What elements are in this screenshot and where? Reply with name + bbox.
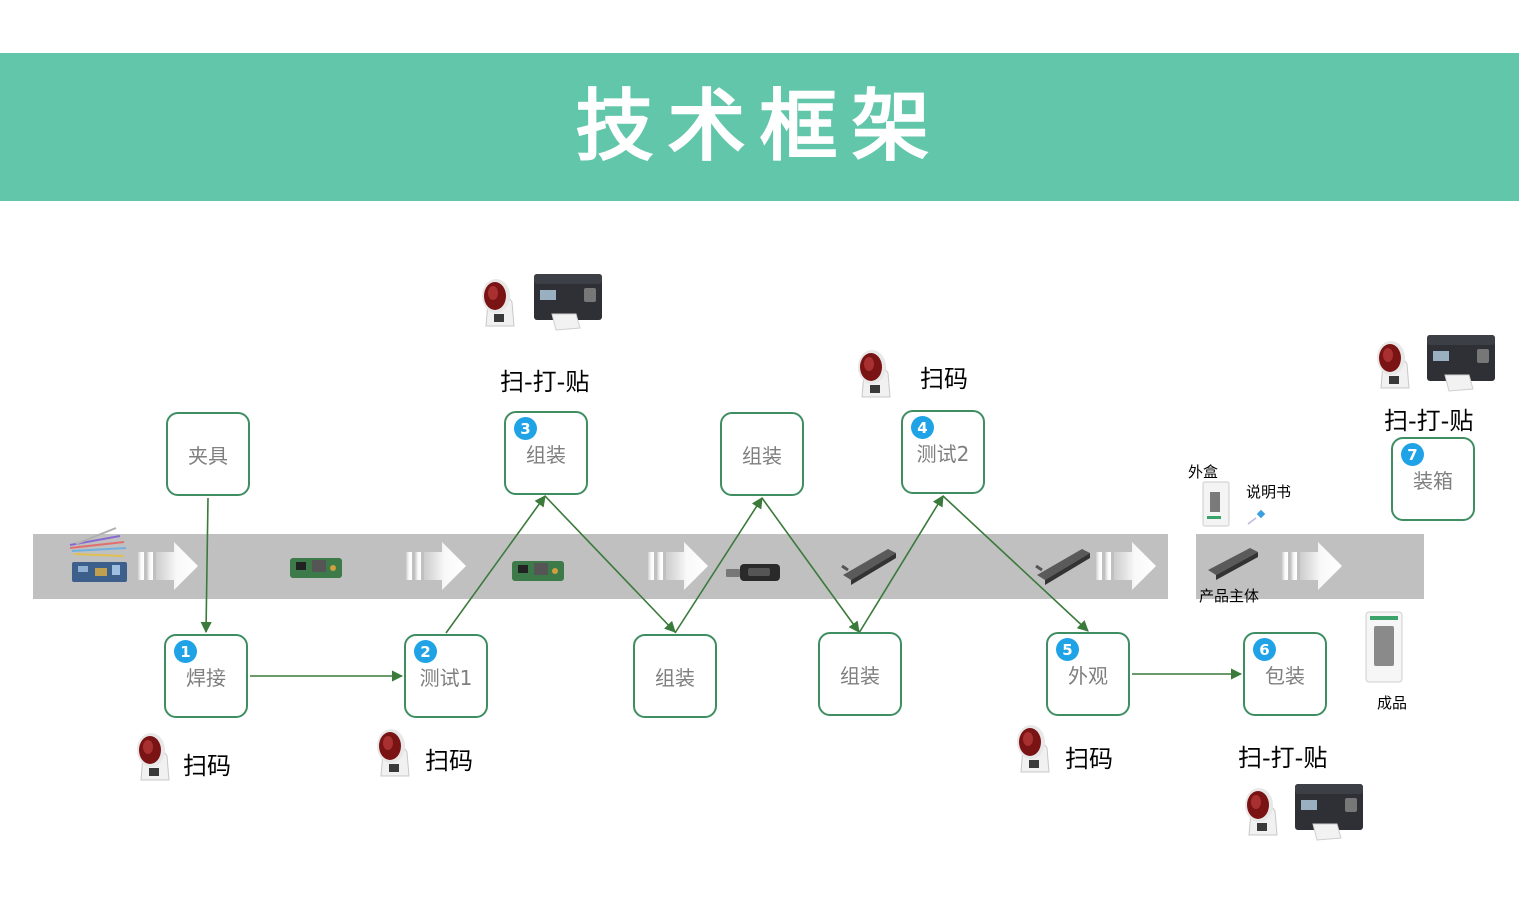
conveyor-belt-main <box>33 534 1168 599</box>
usb-dongle-icon <box>726 564 780 581</box>
belt-arrow <box>406 542 466 590</box>
node-boxing: 7 装箱 <box>1391 437 1475 521</box>
scan-print-label: 扫-打-贴 <box>1238 744 1328 772</box>
node-packing: 6 包装 <box>1243 632 1327 716</box>
scan-label: 扫码 <box>920 365 968 393</box>
scan-print-label: 扫-打-贴 <box>1384 407 1474 435</box>
barcode-scanner-icon <box>137 733 170 781</box>
outer-box-icon <box>1202 481 1230 527</box>
step-badge: 5 <box>1056 638 1079 661</box>
manual-icon <box>1247 509 1266 525</box>
label-printer-icon <box>534 274 602 331</box>
belt-arrow <box>1096 542 1156 590</box>
barcode-scanner-icon <box>482 279 515 327</box>
node-assembly-3: 3 组装 <box>504 411 588 495</box>
node-jig: 夹具 <box>166 412 250 496</box>
manual-label: 说明书 <box>1246 483 1292 501</box>
link-assembly3-assembly <box>544 495 676 633</box>
node-label: 测试2 <box>916 441 970 466</box>
node-label: 组装 <box>742 443 782 468</box>
node-assembly-top: 组装 <box>720 412 804 496</box>
belt-arrow <box>648 542 708 590</box>
node-label: 夹具 <box>188 443 228 468</box>
step-badge: 3 <box>514 417 537 440</box>
link-jig-weld <box>200 497 212 634</box>
step-badge: 6 <box>1253 638 1276 661</box>
page-title: 技术框架 <box>575 82 944 172</box>
barcode-scanner-icon <box>1245 788 1278 836</box>
barcode-scanner-icon <box>1017 725 1050 773</box>
link-test1-assembly3 <box>445 495 546 634</box>
node-label: 测试1 <box>419 665 473 690</box>
finished-product-icon <box>1365 611 1403 683</box>
step-badge: 1 <box>174 640 197 663</box>
node-assembly-low-2: 组装 <box>818 632 902 716</box>
node-label: 装箱 <box>1413 468 1453 493</box>
step-badge: 2 <box>414 640 437 663</box>
node-test2: 4 测试2 <box>901 410 985 494</box>
pcb-board-icon <box>512 561 564 581</box>
belt-arrow <box>138 542 198 590</box>
usb-hub-icon <box>1035 549 1090 585</box>
node-appearance: 5 外观 <box>1046 632 1130 716</box>
barcode-scanner-icon <box>858 350 891 398</box>
barcode-scanner-icon <box>1377 341 1410 389</box>
node-label: 组装 <box>655 665 695 690</box>
usb-hub-icon <box>841 549 896 585</box>
usb-hub-icon <box>1208 548 1258 580</box>
label-printer-icon <box>1427 335 1495 392</box>
node-weld: 1 焊接 <box>164 634 248 718</box>
scan-print-label: 扫-打-贴 <box>500 368 590 396</box>
link-assembly-test2 <box>858 495 944 634</box>
link-test2-appearance <box>942 495 1089 632</box>
node-label: 组装 <box>840 663 880 688</box>
node-assembly-low-1: 组装 <box>633 634 717 718</box>
product-body-label: 产品主体 <box>1199 587 1260 605</box>
node-label: 组装 <box>526 442 566 467</box>
link-assembly-assembly-top <box>674 497 763 634</box>
belt-arrow <box>1282 542 1342 590</box>
scan-label: 扫码 <box>425 747 473 775</box>
finished-product-label: 成品 <box>1377 694 1408 712</box>
node-label: 包装 <box>1265 663 1305 688</box>
scan-label: 扫码 <box>183 752 231 780</box>
step-badge: 4 <box>911 416 934 439</box>
link-assembly-top-assembly <box>761 497 860 633</box>
node-label: 焊接 <box>186 665 226 690</box>
pcb-board-icon <box>290 558 342 578</box>
node-label: 外观 <box>1068 663 1108 688</box>
outer-box-label: 外盒 <box>1188 463 1219 481</box>
barcode-scanner-icon <box>377 729 410 777</box>
cable-pcb-icon <box>69 527 127 582</box>
header-banner: 技术框架 <box>0 53 1519 201</box>
scan-label: 扫码 <box>1065 745 1113 773</box>
label-printer-icon <box>1295 784 1363 841</box>
step-badge: 7 <box>1401 443 1424 466</box>
node-test1: 2 测试1 <box>404 634 488 718</box>
